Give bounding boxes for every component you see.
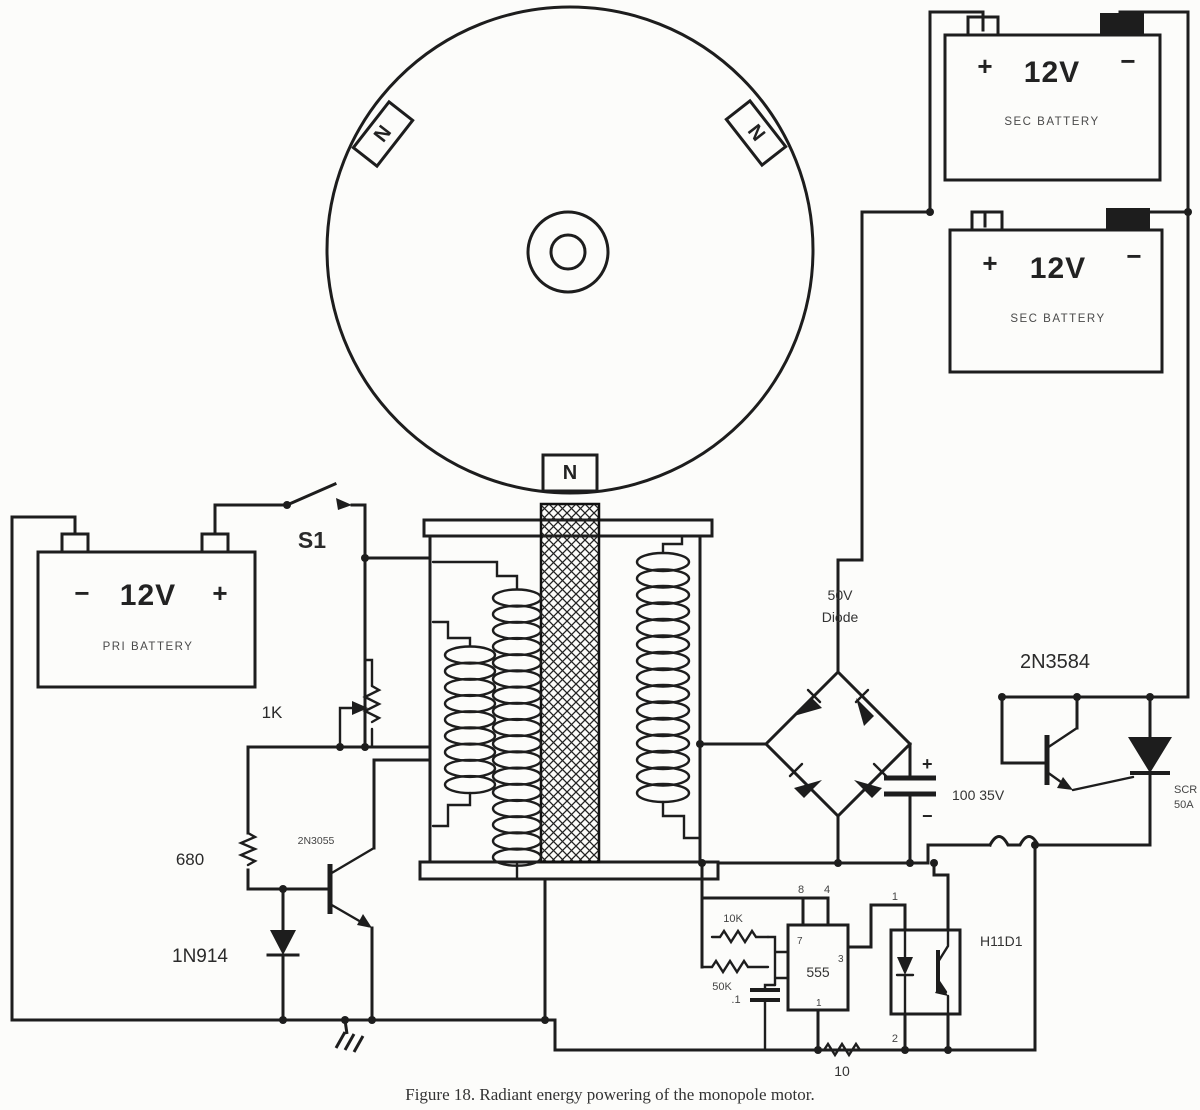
switch-contact-arrow — [336, 498, 352, 510]
scr-icon — [1128, 737, 1172, 773]
sec2-voltage: 12V — [1030, 252, 1086, 285]
timer-pin8: 8 — [798, 884, 804, 896]
magnet-top-left: N — [351, 99, 415, 169]
ground-symbol — [334, 1019, 365, 1053]
q1-label: 2N3055 — [298, 835, 335, 847]
bridge-label-line2: Diode — [822, 609, 859, 625]
coil-winding-left-inner — [491, 588, 543, 867]
filter-capacitor: + − 100 35V — [884, 754, 1005, 826]
magnet-label: N — [563, 462, 577, 484]
timer-ic-box — [786, 923, 850, 1012]
sec2-plus-sign: + — [982, 248, 997, 278]
opto-label: H11D1 — [980, 933, 1023, 949]
scr-label-line2: 50A — [1174, 799, 1194, 811]
sec1-plus-sign: + — [977, 51, 992, 81]
opto-box — [889, 928, 962, 1016]
timer-pin1: 1 — [816, 998, 822, 1009]
bridge-diode-tl — [794, 688, 822, 716]
junction-dots — [279, 208, 1192, 1054]
r50k-label: 50K — [712, 981, 732, 993]
timer-ic-label: 555 — [806, 964, 830, 980]
resistor-680 — [237, 831, 259, 867]
pri-minus-sign: − — [74, 578, 89, 608]
pri-name: PRI BATTERY — [103, 641, 194, 653]
figure-caption: Figure 18. Radiant energy powering of th… — [405, 1085, 815, 1104]
rotor-wheel: N N N — [325, 5, 815, 495]
hub-inner — [549, 233, 587, 271]
pot-resistor — [362, 684, 382, 724]
magnet-top-right: N — [724, 98, 788, 168]
optocoupler: 1 2 H11D1 — [889, 891, 1023, 1045]
battery-secondary-top: + 12V − SEC BATTERY — [943, 13, 1162, 182]
opto-pin1-label: 1 — [892, 891, 898, 903]
d1n914-label: 1N914 — [172, 946, 228, 967]
resistor-50k — [700, 958, 770, 975]
opto-emitter-arrow — [935, 983, 948, 996]
pri-voltage: 12V — [120, 579, 176, 612]
timer-pin7: 7 — [797, 936, 803, 947]
output-stage: 2N3584 SCR 50A — [1020, 651, 1197, 811]
resistor-10 — [818, 1041, 870, 1058]
sec2-name: SEC BATTERY — [1010, 313, 1105, 325]
drive-transistor-emitter-arrow — [357, 914, 372, 928]
battery-secondary-bottom: + 12V − SEC BATTERY — [948, 208, 1164, 374]
sec2-minus-sign: − — [1126, 241, 1141, 271]
base-drive-circuit: 1K 680 1N914 2N3055 — [172, 684, 382, 967]
q2-emitter-arrow — [1057, 777, 1073, 790]
opto-pin2-label: 2 — [892, 1033, 898, 1045]
magnet-bottom: N — [541, 453, 599, 493]
timer-pin3: 3 — [838, 954, 844, 965]
bridge-rectifier: 50V Diode — [763, 587, 913, 819]
bridge-diode-tr — [854, 688, 874, 726]
hub-outer — [526, 210, 610, 294]
q2-label: 2N3584 — [1020, 651, 1090, 673]
bridge-diode-bl — [788, 762, 822, 798]
opto-led-icon — [897, 957, 913, 975]
resistor-10k — [710, 928, 770, 945]
coil-assembly — [418, 502, 720, 881]
bridge-label-line1: 50V — [828, 587, 854, 603]
timer-cap-label: .1 — [731, 994, 740, 1006]
timer-circuit: 555 7 3 1 8 4 10K 50K .1 10 — [700, 884, 870, 1079]
sec1-voltage: 12V — [1024, 56, 1080, 89]
coil-winding-right — [635, 551, 691, 804]
bridge-diode-br — [854, 762, 888, 798]
r10k-label: 10K — [723, 913, 743, 925]
diode-1n914-icon — [270, 930, 296, 955]
cap-value: 100 35V — [952, 787, 1005, 803]
r680-label: 680 — [176, 850, 204, 869]
switch-s1: S1 — [283, 482, 352, 553]
coil-winding-left-outer — [443, 645, 497, 795]
timer-pin4: 4 — [824, 884, 830, 896]
cap-minus-sign: − — [922, 806, 933, 826]
s1-label: S1 — [298, 527, 326, 553]
scr-label-line1: SCR — [1174, 784, 1197, 796]
r10-label: 10 — [834, 1063, 850, 1079]
cap-plus-sign: + — [922, 754, 933, 774]
magnet-label: N — [743, 121, 769, 146]
magnet-label: N — [370, 122, 396, 147]
pot-wiper-arrow — [352, 701, 368, 715]
sec1-name: SEC BATTERY — [1004, 116, 1099, 128]
battery-primary: − 12V + PRI BATTERY — [36, 532, 257, 689]
pri-plus-sign: + — [212, 578, 227, 608]
pot-label: 1K — [262, 703, 283, 722]
core-column — [539, 502, 601, 864]
sec1-minus-sign: − — [1120, 46, 1135, 76]
